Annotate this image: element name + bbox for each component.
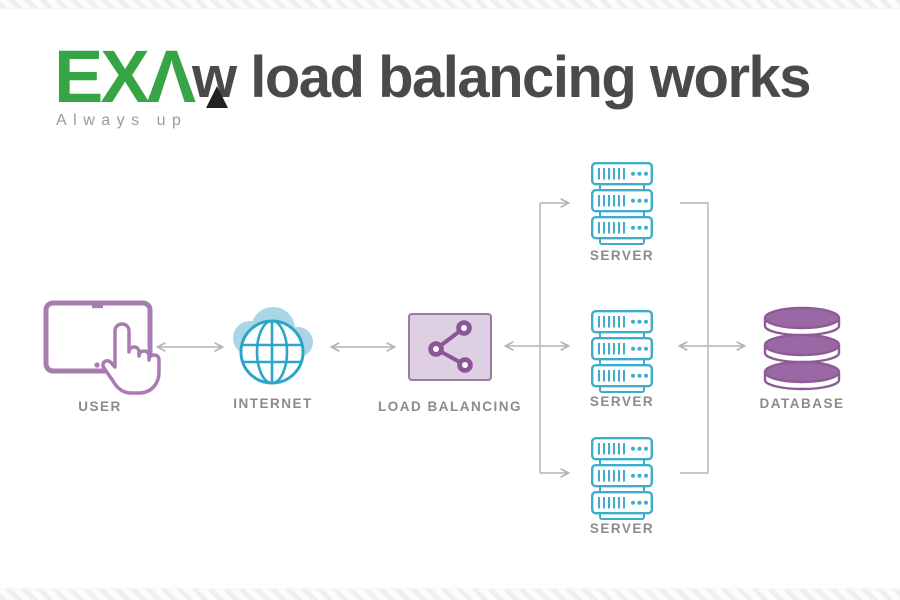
top-stripe-border [0,0,900,9]
server-stack-icon-top [591,162,653,246]
logo: EXΛ Always up [54,35,228,129]
tablet-camera [92,304,103,309]
server-middle-label: SERVER [589,394,655,409]
fanout-bracket-right [680,202,709,474]
load-balancer-box [408,313,492,381]
tablet-touch-icon [43,300,161,395]
page-title: w load balancing works [192,45,812,110]
bottom-stripe-border [0,588,900,600]
user-label: USER [78,399,122,414]
cloud-globe-icon [233,307,313,385]
server-stack-icon-middle [591,310,653,394]
share-network-icon [428,320,473,373]
pointing-hand [101,322,161,395]
server-stack-icon-bottom [591,437,653,521]
load-balancing-label: LOAD BALANCING [378,399,522,414]
server-top-label: SERVER [589,248,655,263]
logo-tagline: Always up [56,112,188,129]
globe-meridians [242,322,302,382]
internet-label: INTERNET [233,396,313,411]
logo-triangle-icon [206,86,228,108]
database-cylinder-icon [763,306,841,391]
server-bottom-label: SERVER [589,521,655,536]
logo-wordmark: EXΛ [54,35,196,118]
database-label: DATABASE [759,396,845,411]
tablet-home-button [94,362,100,368]
